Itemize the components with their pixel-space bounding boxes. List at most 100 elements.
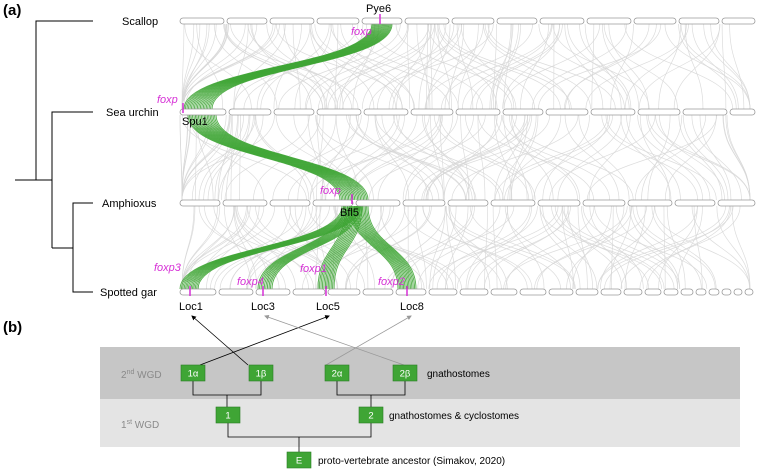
background-link <box>467 205 533 290</box>
background-link <box>422 205 533 290</box>
background-link <box>315 114 374 201</box>
background-link <box>654 205 751 290</box>
background-link <box>495 23 512 110</box>
background-link <box>327 23 435 110</box>
background-link <box>345 114 418 201</box>
box-2alpha-label: 2α <box>332 369 343 380</box>
background-link <box>320 114 351 201</box>
chromosome-segment <box>708 288 720 296</box>
background-link <box>439 114 536 201</box>
background-link <box>315 114 433 201</box>
background-link <box>272 114 362 201</box>
first-wgd-band <box>100 399 740 447</box>
background-link <box>305 23 409 110</box>
background-link <box>566 205 625 290</box>
chromosome-label-bfl5: Bfl5 <box>340 207 359 219</box>
background-link <box>495 114 578 201</box>
background-link <box>487 23 616 110</box>
background-link <box>610 23 634 110</box>
gene-ticks <box>182 14 408 296</box>
background-link <box>307 114 326 201</box>
background-link <box>591 23 595 110</box>
background-link <box>603 23 678 110</box>
chromosome-segment <box>312 199 354 207</box>
background-link <box>639 114 671 201</box>
background-link <box>484 23 591 110</box>
chromosome-segment <box>678 17 720 25</box>
species-label-spotted-gar: Spotted gar <box>100 287 157 299</box>
background-link <box>356 205 382 290</box>
background-link <box>233 23 249 110</box>
background-link <box>594 205 708 290</box>
background-link <box>438 23 561 110</box>
background-link <box>564 23 604 110</box>
background-link <box>504 114 614 201</box>
background-link <box>294 23 332 110</box>
background-link <box>439 114 445 201</box>
background-link <box>361 23 433 110</box>
chromosome-segment <box>674 199 716 207</box>
background-link <box>646 205 732 290</box>
background-link <box>436 205 531 290</box>
background-link <box>534 205 647 290</box>
background-link <box>647 114 671 201</box>
background-link <box>693 205 703 290</box>
chromosome-segment <box>627 199 673 207</box>
background-link <box>332 23 403 110</box>
background-link <box>396 114 473 201</box>
background-link <box>445 205 456 290</box>
foxp-synteny-links <box>179 23 417 290</box>
background-link <box>390 205 473 290</box>
background-link <box>597 205 726 290</box>
background-link <box>609 205 632 290</box>
chromosome-tracks <box>179 17 756 296</box>
background-link <box>489 23 514 110</box>
wgd-tree <box>192 381 406 452</box>
background-link <box>430 114 444 201</box>
background-link <box>309 23 344 110</box>
gene-label-foxp4: foxp4 <box>237 276 264 288</box>
chromosome-segment <box>255 288 291 296</box>
background-link <box>352 23 459 110</box>
background-link <box>465 114 533 201</box>
chromosome-segment <box>539 17 585 25</box>
background-link <box>663 205 666 290</box>
background-link <box>469 205 576 290</box>
box-2alpha <box>324 364 350 382</box>
background-link <box>287 114 396 201</box>
background-link <box>554 205 665 290</box>
chromosome-segment <box>363 108 409 116</box>
background-link <box>441 23 552 110</box>
background-link <box>445 205 561 290</box>
panel-a-letter: (a) <box>3 2 21 19</box>
foxp-link <box>353 205 403 290</box>
background-link <box>502 114 537 201</box>
background-link <box>504 205 571 290</box>
chromosome-segment <box>695 288 707 296</box>
background-link <box>181 23 228 110</box>
box-1 <box>215 406 241 424</box>
background-link <box>729 23 745 110</box>
background-link <box>666 205 686 290</box>
background-link <box>181 23 230 110</box>
chromosome-segment <box>717 199 756 207</box>
background-link <box>437 23 452 110</box>
background-link <box>731 205 751 290</box>
background-link <box>565 23 650 110</box>
background-link <box>507 114 562 201</box>
background-link <box>429 205 446 290</box>
foxp-link <box>211 23 393 110</box>
background-link <box>336 23 410 110</box>
background-link <box>624 23 734 110</box>
foxp-link <box>268 205 357 290</box>
chromosome-segment <box>721 17 756 25</box>
species-label-scallop: Scallop <box>122 16 158 28</box>
background-link <box>217 114 233 201</box>
background-link <box>624 205 646 290</box>
background-link <box>388 23 455 110</box>
background-link <box>620 114 672 201</box>
background-link <box>508 114 581 201</box>
chromosome-segment <box>459 288 489 296</box>
background-link <box>218 114 264 201</box>
chromosome-segment <box>327 288 361 296</box>
